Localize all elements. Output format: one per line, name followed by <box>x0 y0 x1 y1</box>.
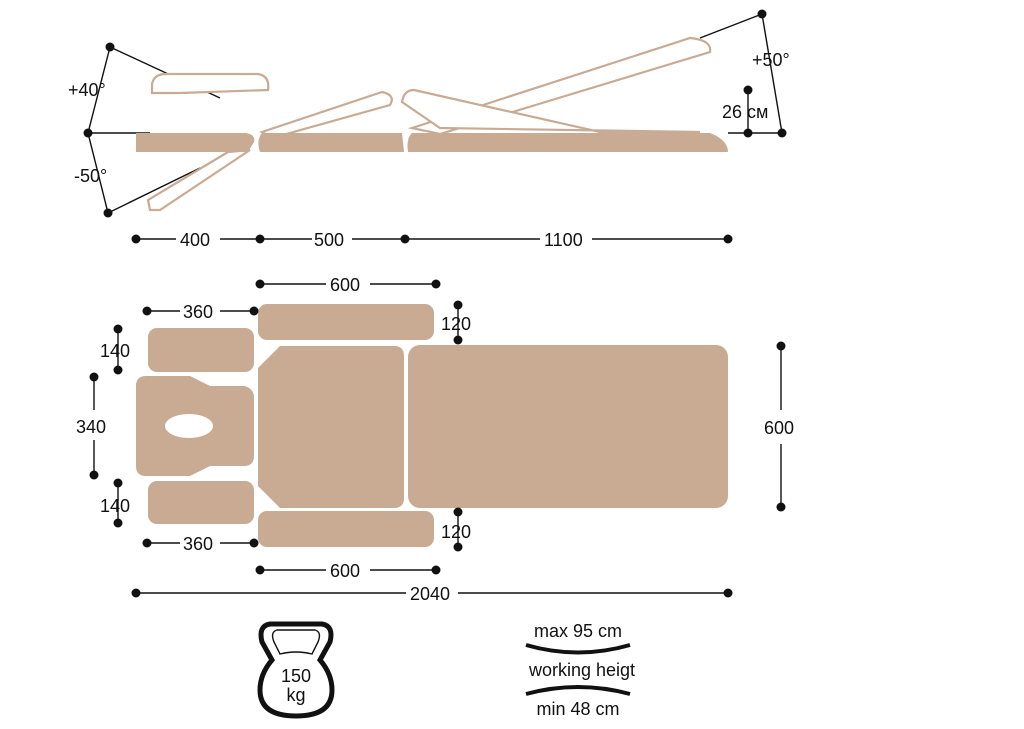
lift-height-label: 26 см <box>722 102 768 122</box>
back-length-label: 500 <box>314 230 344 250</box>
load-value-label: 150 <box>281 666 311 686</box>
leg-section-flat <box>407 133 728 152</box>
armrest-bottom <box>148 481 254 524</box>
right-center-dot <box>777 128 787 138</box>
left-up-dot <box>105 42 115 52</box>
left-angle-arc-up <box>87 46 111 134</box>
face-hole <box>165 414 213 438</box>
head-raised-outline <box>150 72 270 95</box>
side-pad-bottom-width-label: 120 <box>441 522 471 542</box>
back-tilt-outline <box>400 88 701 134</box>
total-length-label: 2040 <box>410 584 450 604</box>
weight-kettlebell-icon: 150 kg <box>257 621 335 719</box>
lift-top-dot <box>743 85 753 95</box>
max-height-label: max 95 cm <box>534 621 622 641</box>
top-view: 600 360 120 140 340 600 140 120 <box>76 275 794 604</box>
back-section <box>258 346 404 508</box>
min-height-label: min 48 cm <box>536 699 619 719</box>
side-view: +40° -50° +50° 26 см 400 500 1100 <box>68 9 790 250</box>
armrest-top <box>148 328 254 372</box>
head-width-label: 340 <box>76 417 106 437</box>
leg-width-label: 600 <box>764 418 794 438</box>
left-down-dot <box>103 208 113 218</box>
leg-length-label: 1100 <box>544 230 583 250</box>
right-up-dot <box>757 9 767 19</box>
side-pad-top-width-label: 120 <box>441 314 471 334</box>
head-section-flat <box>136 133 255 152</box>
load-unit-label: kg <box>286 685 305 705</box>
armrest-top-length-label: 360 <box>183 302 213 322</box>
armrest-bottom-width-label: 140 <box>100 496 130 516</box>
right-angle-arc <box>761 13 783 134</box>
side-pad-top-length-label: 600 <box>330 275 360 295</box>
height-range-icon: max 95 cm working heigt min 48 cm <box>525 621 635 719</box>
right-up-angle-ray <box>699 13 763 39</box>
angle-up-left-label: +40° <box>68 80 106 100</box>
head-lowered-outline <box>146 148 251 212</box>
side-pad-top <box>258 304 434 340</box>
left-down-angle-ray <box>107 167 201 214</box>
left-angle-arc-down <box>87 132 109 214</box>
armrest-top-width-label: 140 <box>100 341 130 361</box>
leg-section <box>408 345 728 508</box>
head-length-label: 400 <box>180 230 210 250</box>
angle-up-right-label: +50° <box>752 50 790 70</box>
armrest-bottom-length-label: 360 <box>183 534 213 554</box>
back-raised-outline <box>259 90 393 140</box>
angle-down-left-label: -50° <box>74 166 107 186</box>
side-pad-bottom <box>258 511 434 547</box>
back-section-flat <box>258 133 404 152</box>
lift-bottom-dot <box>743 128 753 138</box>
side-pad-bottom-length-label: 600 <box>330 561 360 581</box>
working-height-label: working heigt <box>528 660 635 680</box>
left-center-dot <box>83 128 93 138</box>
